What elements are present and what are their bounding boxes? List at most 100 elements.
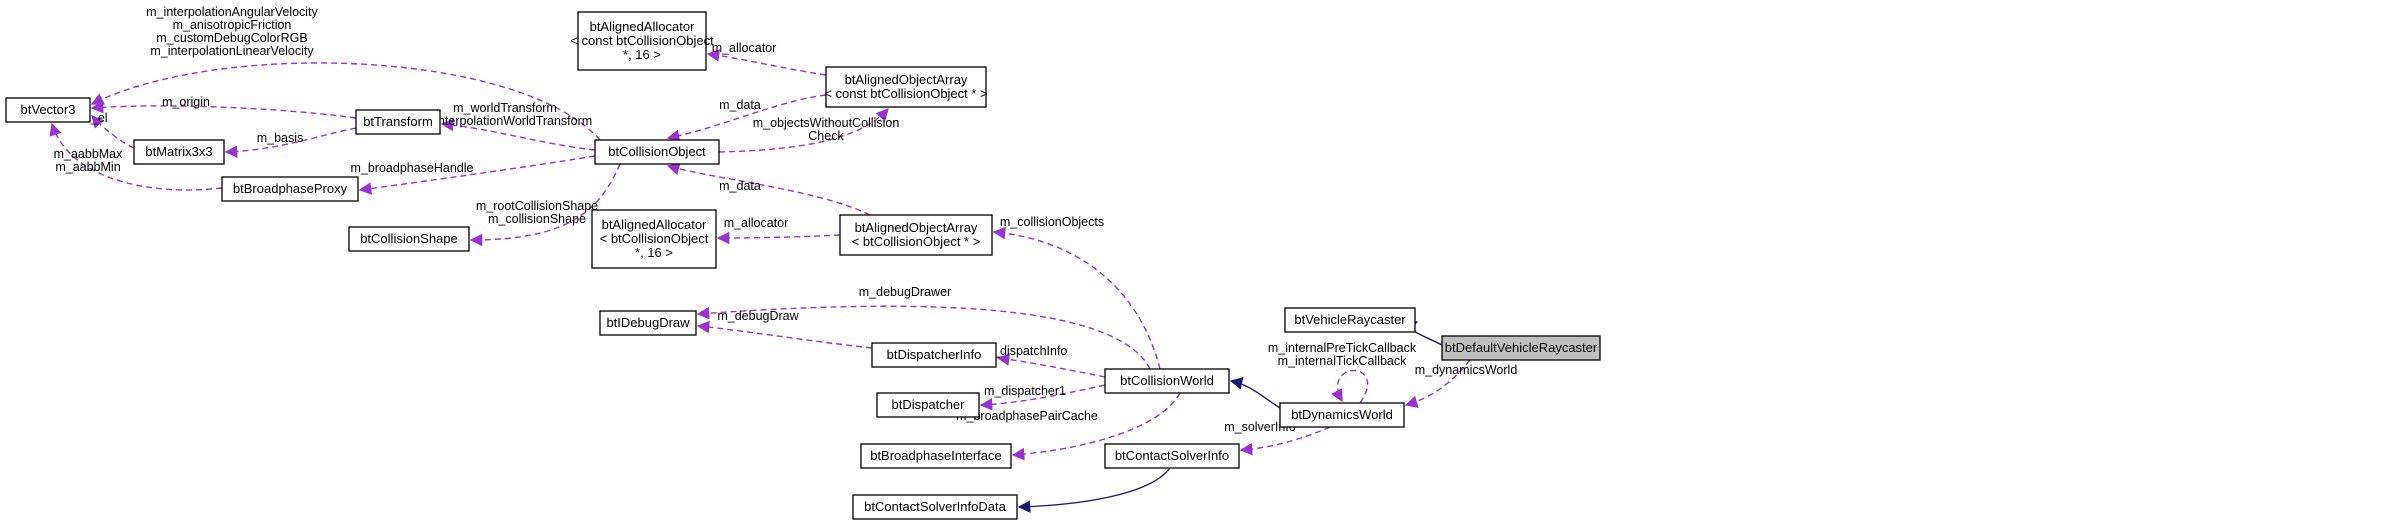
class-node-btAlignedAllocator_const[interactable]: btAlignedAllocator< const btCollisionObj… (570, 11, 714, 71)
class-node-btBroadphaseProxy[interactable]: btBroadphaseProxy (221, 176, 359, 202)
class-name-text: btBroadphaseProxy (233, 181, 348, 196)
class-name-text: btDispatcherInfo (887, 347, 982, 362)
class-name-text: btIDebugDraw (606, 315, 690, 330)
edge-label: m_basis (257, 131, 304, 145)
edge-label-line: m_interpolationWorldTransform (418, 114, 592, 128)
edge-label-line: m_data (719, 179, 761, 193)
edge-label: m_collisionObjects (1000, 215, 1104, 229)
class-node-btDispatcherInfo[interactable]: btDispatcherInfo (871, 342, 997, 368)
edge-label-line: m_anisotropicFriction (173, 18, 292, 32)
class-node-btAlignedAllocator[interactable]: btAlignedAllocator< btCollisionObject *,… (591, 209, 717, 269)
edge-line (91, 115, 135, 149)
edge-line (1331, 369, 1369, 404)
edge-label-line: m_worldTransform (453, 101, 557, 115)
class-name-text: < const btCollisionObject * > (824, 86, 987, 101)
edge-label: m_origin (162, 95, 210, 109)
class-name-text: btCollisionShape (360, 231, 458, 246)
class-box (852, 494, 1018, 520)
edge-btAlignedObjectArray_const-to-btCollisionObject (718, 108, 889, 153)
edge-btDispatcherInfo-to-btCollisionWorld (996, 353, 1106, 378)
class-name-text: < btCollisionObject * > (852, 234, 981, 249)
edge-btVector3-to-btMatrix3x3 (91, 115, 135, 149)
edge-btAlignedObjectArray-to-btCollisionWorld (992, 226, 1161, 370)
edge-line (716, 231, 841, 245)
class-node-btCollisionObject[interactable]: btCollisionObject (594, 139, 720, 165)
edge-line (1404, 359, 1471, 408)
edge-line (979, 384, 1106, 411)
edge-label-line: m_interpolationAngularVelocity (146, 5, 318, 19)
class-box (860, 443, 1012, 469)
edge-line (224, 127, 357, 158)
class-node-btDispatcher[interactable]: btDispatcher (876, 392, 980, 418)
edge-label-line: m_basis (257, 131, 304, 145)
edge-btTransform-to-btCollisionObject (440, 118, 596, 151)
class-box (876, 392, 980, 418)
class-node-btCollisionShape[interactable]: btCollisionShape (348, 226, 470, 252)
edge-label-line: m_debugDrawer (859, 285, 951, 299)
class-box (1279, 402, 1405, 428)
class-box (348, 226, 470, 252)
class-box (594, 139, 720, 165)
edge-btVector3-to-btCollisionObject (90, 62, 601, 141)
class-box (1104, 443, 1240, 469)
class-name-text: btContactSolverInfoData (864, 499, 1006, 514)
edge-line (1239, 426, 1331, 456)
class-name-text: < btCollisionObject (600, 231, 709, 246)
edge-line (696, 305, 1151, 370)
class-node-btAlignedObjectArray[interactable]: btAlignedObjectArray< btCollisionObject … (839, 214, 993, 256)
class-name-text: btCollisionWorld (1120, 373, 1214, 388)
class-box (591, 209, 717, 269)
class-box (1441, 335, 1601, 361)
edge-line (696, 320, 873, 349)
edge-label-line: m_internalPreTickCallback (1268, 341, 1417, 355)
class-name-text: btAlignedObjectArray (855, 220, 978, 235)
edge-btAlignedAllocator-to-btAlignedObjectArray (716, 231, 841, 245)
edge-btVector3-to-btBroadphaseProxy (49, 122, 223, 191)
edge-label-line: m_collisionShape (488, 212, 586, 226)
edge-label-line: m_aabbMin (55, 160, 120, 174)
edge-line (90, 100, 357, 119)
edge-label-line: m_broadphasePairCache (956, 409, 1098, 423)
class-node-btVector3[interactable]: btVector3 (5, 97, 91, 123)
edge-label: m_allocator (724, 216, 789, 230)
edge-label-line: m_dynamicsWorld (1415, 363, 1518, 377)
class-name-text: btDispatcher (892, 397, 966, 412)
class-node-btDefaultVehicleRaycaster[interactable]: btDefaultVehicleRaycaster (1441, 335, 1601, 361)
edge-label-line: m_solverInfo (1224, 420, 1296, 434)
class-node-btAlignedObjectArray_const[interactable]: btAlignedObjectArray< const btCollisionO… (824, 66, 988, 108)
edge-btAlignedAllocator_const-to-btAlignedObjectArray_const (706, 49, 827, 76)
edge-btBroadphaseInterface-to-btCollisionWorld (1011, 392, 1181, 461)
edge-label: m_debugDraw (717, 309, 799, 323)
class-node-btDynamicsWorld[interactable]: btDynamicsWorld (1279, 402, 1405, 428)
class-node-btContactSolverInfoData[interactable]: btContactSolverInfoData (852, 494, 1018, 520)
edge-btCollisionObject-to-btAlignedObjectArray (666, 162, 871, 216)
class-name-text: btAlignedAllocator (590, 19, 695, 34)
class-box (839, 214, 993, 256)
edge-line (996, 353, 1106, 378)
class-node-btBroadphaseInterface[interactable]: btBroadphaseInterface (860, 443, 1012, 469)
edge-btContactSolverInfo-to-btDynamicsWorld (1239, 426, 1331, 456)
class-node-btIDebugDraw[interactable]: btIDebugDraw (599, 310, 697, 336)
class-node-btContactSolverInfo[interactable]: btContactSolverInfo (1104, 443, 1240, 469)
class-node-btCollisionWorld[interactable]: btCollisionWorld (1104, 368, 1230, 394)
edge-line (49, 122, 223, 191)
class-name-text: *, 16 > (623, 47, 661, 62)
edge-label-line: m_dispatcher1 (984, 384, 1066, 398)
edge-btDynamicsWorld-to-btDynamicsWorld (1331, 369, 1369, 404)
class-node-btVehicleRaycaster[interactable]: btVehicleRaycaster (1284, 307, 1416, 333)
class-node-btTransform[interactable]: btTransform (355, 109, 441, 135)
edge-line (1011, 392, 1181, 461)
edge-line (666, 94, 827, 143)
edge-btContactSolverInfoData-to-btContactSolverInfo (1017, 467, 1171, 513)
edge-line (666, 162, 871, 216)
class-name-text: *, 16 > (635, 245, 673, 260)
edge-label-line: m_data (719, 98, 761, 112)
class-node-btMatrix3x3[interactable]: btMatrix3x3 (133, 139, 225, 165)
